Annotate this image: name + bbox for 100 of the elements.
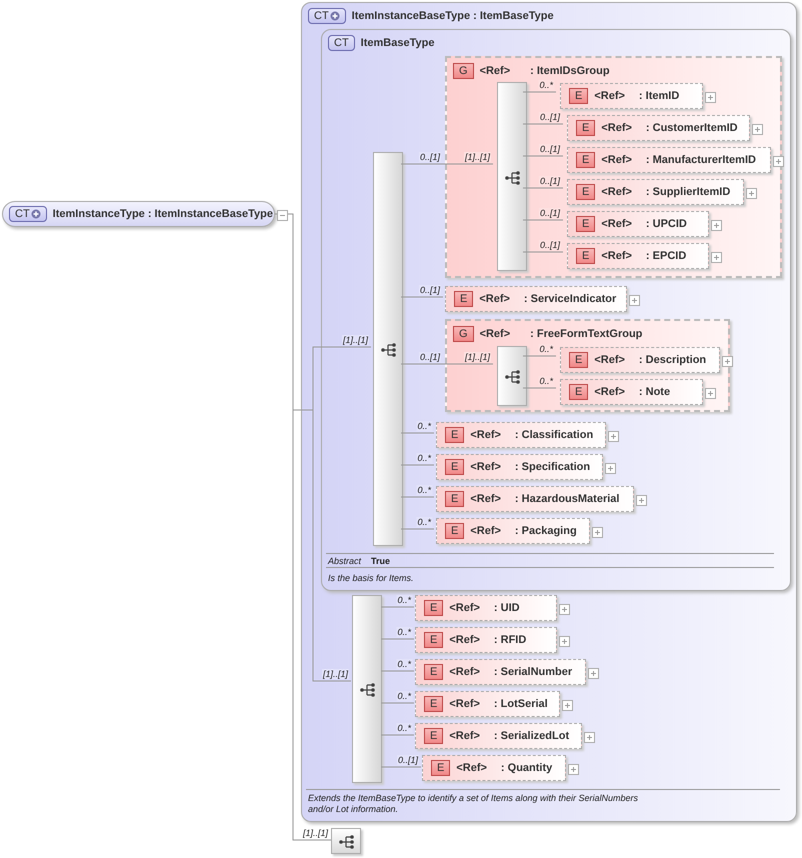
type-badge: E: [445, 459, 464, 475]
edge-label: 0..[1]: [396, 755, 419, 765]
edge-label: 0..*: [416, 517, 432, 527]
connector-line: [380, 606, 414, 608]
connector-line: [380, 670, 414, 672]
type-badge: G: [453, 326, 474, 342]
edge-label: 0..[1]: [418, 152, 441, 162]
group-box: [445, 56, 782, 278]
edge-label: [1]..[1]: [342, 335, 369, 345]
ref-tag: <Ref>: [470, 525, 501, 537]
type-badge: E: [445, 523, 464, 539]
ref-tag: <Ref>: [601, 218, 632, 230]
type-badge: E: [576, 184, 596, 200]
element-name: : Specification: [514, 461, 590, 473]
group-name: : ItemIDsGroup: [530, 65, 610, 77]
ref-tag: <Ref>: [470, 429, 501, 441]
type-badge: E: [431, 760, 450, 776]
edge-label: 0..*: [416, 421, 432, 431]
type-panel: [301, 2, 797, 822]
ref-tag: <Ref>: [479, 293, 510, 305]
type-badge: E: [569, 88, 588, 104]
compositor-bar: [497, 82, 527, 271]
ref-tag: <Ref>: [480, 65, 510, 77]
edge-label: [1]..[1]: [464, 352, 491, 362]
ref-tag: <Ref>: [449, 602, 480, 614]
edge-label: 0..*: [396, 691, 412, 701]
type-badge: E: [454, 291, 474, 307]
type-badge: E: [445, 491, 464, 507]
edge-label: 0..[1]: [538, 176, 561, 186]
ref-tag: <Ref>: [601, 250, 632, 262]
element-name: : Note: [638, 386, 670, 398]
edge-label: 0..[1]: [538, 112, 561, 122]
connector-line: [400, 432, 434, 434]
element-name: : Description: [638, 354, 706, 366]
ref-tag: <Ref>: [594, 354, 625, 366]
type-panel: [321, 29, 791, 591]
type-badge: E: [424, 664, 444, 680]
edge-label: 0..[1]: [418, 352, 441, 362]
ref-tag: <Ref>: [449, 634, 480, 646]
element-name: : Quantity: [500, 762, 552, 774]
type-name: ItemInstanceBaseType : ItemBaseType: [352, 10, 554, 22]
type-badge: E: [576, 216, 596, 232]
property-value: True: [371, 556, 390, 566]
type-name: ItemInstanceType : ItemInstanceBaseType: [52, 208, 273, 220]
edge-label: 0..*: [538, 376, 554, 386]
type-badge: E: [424, 600, 444, 616]
group-box: [445, 319, 730, 412]
type-badge: CT: [9, 206, 47, 222]
type-badge: CT: [328, 35, 355, 51]
compositor-bar: [331, 828, 361, 854]
edge-label: 0..[1]: [538, 240, 561, 250]
connector-line: [400, 464, 434, 466]
edge-label: 0..*: [396, 595, 412, 605]
element-name: : ItemID: [638, 90, 680, 102]
edge-label: [1]..[1]: [322, 669, 349, 679]
type-badge: CT: [308, 8, 346, 24]
type-badge: E: [424, 728, 444, 744]
edge-label: 0..*: [396, 627, 412, 637]
edge-label: 0..[1]: [418, 285, 441, 295]
type-badge: E: [424, 632, 444, 648]
element-name: : ServiceIndicator: [524, 293, 616, 305]
compositor-bar: [373, 152, 403, 546]
element-name: : ManufacturerItemID: [646, 154, 756, 166]
type-badge: E: [576, 120, 596, 136]
element-name: : LotSerial: [494, 698, 548, 710]
element-name: : RFID: [494, 634, 526, 646]
type-badge: E: [569, 352, 588, 368]
ref-tag: <Ref>: [449, 698, 480, 710]
ref-tag: <Ref>: [601, 154, 632, 166]
element-name: : SerializedLot: [494, 730, 570, 742]
element-name: : UPCID: [646, 218, 687, 230]
type-badge: G: [453, 63, 474, 79]
connector-line: [380, 766, 422, 768]
ref-tag: <Ref>: [449, 730, 480, 742]
type-name: ItemBaseType: [360, 37, 434, 49]
compositor-bar: [352, 595, 382, 783]
description-text: Extends the ItemBaseType to identify a set of Items along with their SerialNumbers and/or Lot information.: [308, 793, 639, 815]
connector-line: [380, 638, 414, 640]
edge-label: 0..*: [396, 723, 412, 733]
ref-tag: <Ref>: [601, 186, 632, 198]
element-name: : CustomerItemID: [646, 122, 738, 134]
edge-label: [1]..[1]: [302, 828, 329, 838]
type-badge: E: [576, 248, 596, 264]
type-badge: E: [569, 384, 588, 400]
element-name: : Packaging: [514, 525, 577, 537]
element-name: : UID: [494, 602, 520, 614]
ref-tag: <Ref>: [449, 666, 480, 678]
connector-line: [400, 528, 434, 530]
ref-tag: <Ref>: [456, 762, 487, 774]
edge-label: 0..[1]: [538, 144, 561, 154]
edge-label: [1]..[1]: [464, 152, 491, 162]
connector-line: [380, 734, 414, 736]
description-text: Is the basis for Items.: [328, 573, 414, 584]
element-name: : SerialNumber: [494, 666, 572, 678]
edge-label: 0..*: [538, 80, 554, 90]
type-badge: E: [424, 696, 444, 712]
compositor-bar: [497, 346, 527, 406]
type-badge: E: [576, 152, 596, 168]
ref-tag: <Ref>: [470, 493, 501, 505]
property-name: Abstract: [328, 556, 362, 566]
